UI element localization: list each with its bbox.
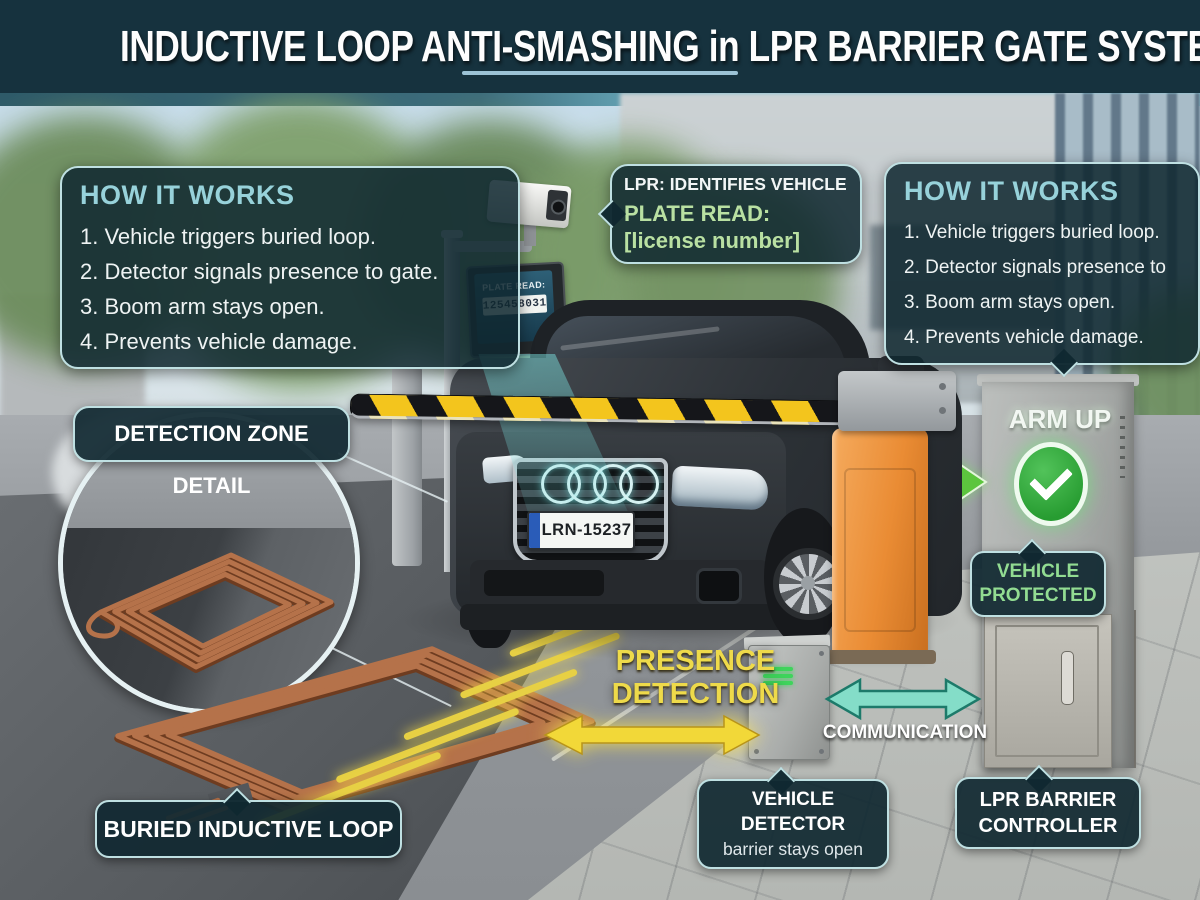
how-it-works-panel-right: HOW IT WORKS 1. Vehicle triggers buried …	[884, 162, 1200, 378]
vehicle-detector-subtitle: barrier stays open	[722, 839, 864, 859]
car-bumper	[470, 560, 770, 612]
presence-detection-label: PRESENCE DETECTION	[611, 645, 780, 710]
detection-zone-inset	[58, 412, 360, 714]
lpr-callout: LPR: IDENTIFIES VEHICLE PLATE READ: [lic…	[597, 164, 862, 264]
detector-led-icon	[763, 664, 793, 688]
barrier-arm-head	[838, 371, 956, 431]
cabinet-door	[995, 625, 1099, 757]
how-it-works-step: 1. Vehicle triggers buried loop.	[904, 222, 1160, 243]
plate-euro-band	[529, 513, 540, 548]
how-it-works-step: 2. Detector signals presence to	[904, 257, 1166, 278]
camera-mount	[524, 224, 536, 246]
title-banner: INDUCTIVE LOOP ANTI-SMASHING in LPR BARR…	[0, 0, 1200, 93]
communication-label: COMMUNICATION	[822, 722, 988, 743]
arm-up-label: ARM UP	[1008, 404, 1112, 434]
panel-heading: HOW IT WORKS	[904, 176, 1119, 206]
how-it-works-step: 4. Prevents vehicle damage.	[904, 327, 1144, 348]
vehicle-protected-label: VEHICLE PROTECTED	[970, 538, 1106, 617]
how-it-works-step: 4. Prevents vehicle damage.	[80, 329, 358, 354]
inductive-coil-icon	[86, 552, 335, 673]
barrier-post	[832, 428, 928, 656]
how-it-works-step: 1. Vehicle triggers buried loop.	[80, 224, 376, 249]
vehicle-detector-box	[748, 645, 830, 760]
license-plate: LRN-15237	[527, 511, 635, 550]
barrier-post-panel	[844, 468, 916, 632]
plate-read-value: [license number]	[624, 228, 801, 253]
vehicle-detector-label: VEHICLE DETECTOR barrier stays open	[697, 766, 889, 869]
buried-loop-icon	[114, 646, 596, 825]
presence-arrow-icon	[543, 714, 761, 756]
fog-light-icon	[696, 568, 742, 604]
lpr-controller-label: LPR BARRIER CONTROLLER	[955, 764, 1141, 849]
buried-loop-text: BURIED INDUCTIVE LOOP	[103, 816, 394, 842]
how-it-works-panel-left: HOW IT WORKS 1. Vehicle triggers buried …	[60, 166, 520, 369]
license-plate-number: LRN-15237	[541, 521, 632, 539]
controller-cabinet	[984, 614, 1112, 768]
lpr-callout-heading: LPR: IDENTIFIES VEHICLE	[624, 174, 847, 194]
bumper-lip	[460, 604, 790, 630]
how-it-works-step: 3. Boom arm stays open.	[904, 292, 1116, 313]
check-icon	[1014, 442, 1088, 526]
vehicle-protected-line1: VEHICLE	[996, 561, 1080, 582]
title-underline	[462, 71, 738, 75]
communication-arrow-icon	[824, 677, 982, 721]
cabinet-vents-icon	[1120, 416, 1125, 478]
camera-lens-icon	[545, 189, 569, 222]
page-title: INDUCTIVE LOOP ANTI-SMASHING in LPR BARR…	[120, 22, 1200, 71]
cabinet-handle	[1061, 651, 1074, 705]
vehicle-detector-title: VEHICLE DETECTOR	[740, 789, 846, 835]
bumper-intake	[484, 570, 604, 596]
how-it-works-step: 2. Detector signals presence to gate.	[80, 259, 439, 284]
barrier-post-base	[824, 650, 936, 664]
how-it-works-step: 3. Boom arm stays open.	[80, 294, 325, 319]
panel-heading: HOW IT WORKS	[80, 180, 295, 210]
buried-loop-label: BURIED INDUCTIVE LOOP	[95, 787, 402, 858]
detection-zone-label: DETECTION ZONE DETAIL	[73, 406, 350, 498]
headlight-icon	[671, 465, 769, 511]
lpr-controller-line2: CONTROLLER	[978, 815, 1118, 837]
plate-read-label: PLATE READ:	[624, 201, 771, 226]
lpr-controller-line1: LPR BARRIER	[979, 789, 1117, 811]
vehicle-protected-line2: PROTECTED	[979, 585, 1097, 606]
audi-rings-icon	[541, 462, 661, 504]
